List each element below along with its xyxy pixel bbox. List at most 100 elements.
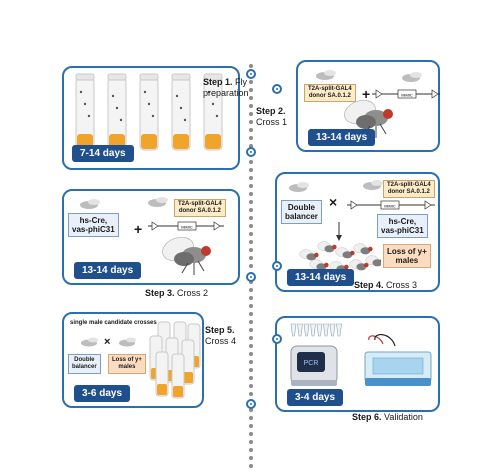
timeline-dot bbox=[249, 320, 253, 324]
timeline-dot bbox=[249, 376, 253, 380]
timeline-dot bbox=[249, 160, 253, 164]
fly-illustration bbox=[344, 99, 393, 138]
fly bbox=[349, 259, 369, 271]
pcr-tube bbox=[336, 323, 342, 337]
pcr-tube bbox=[290, 323, 297, 337]
pcr-tube bbox=[297, 323, 303, 337]
timeline-dot bbox=[249, 432, 253, 436]
timeline-dot bbox=[249, 296, 253, 300]
duration-step6: 3-4 days bbox=[287, 389, 344, 406]
timeline-dot bbox=[249, 168, 253, 172]
hs-cre-box: hs-Cre,vas-phiC31 bbox=[68, 213, 119, 237]
pcr-tubes-icon bbox=[290, 323, 342, 337]
timeline-dot bbox=[249, 304, 253, 308]
plus-symbol: + bbox=[134, 221, 143, 237]
times-symbol: × bbox=[329, 194, 338, 210]
fly-icon bbox=[289, 182, 309, 192]
fly bbox=[299, 249, 319, 261]
duration-step3: 13-14 days bbox=[74, 262, 142, 279]
svg-text:MiMIC: MiMIC bbox=[401, 92, 413, 97]
pcr-tube bbox=[303, 323, 310, 337]
svg-text:PCR: PCR bbox=[304, 360, 319, 367]
timeline-node-step4 bbox=[272, 261, 282, 271]
vial bbox=[75, 73, 95, 151]
timeline-dot bbox=[249, 216, 253, 220]
timeline-dot bbox=[249, 112, 253, 116]
duration-step1: 7-14 days bbox=[72, 145, 134, 162]
timeline-dot bbox=[249, 136, 253, 140]
timeline-node-step6 bbox=[272, 334, 282, 344]
timeline-dot bbox=[249, 96, 253, 100]
panel-validation: PCR 3-4 days bbox=[275, 316, 440, 412]
timeline-dot bbox=[249, 208, 253, 212]
timeline-node-step1b bbox=[246, 147, 256, 157]
timeline-dot bbox=[249, 456, 253, 460]
timeline-node-step5 bbox=[246, 399, 256, 409]
timeline-dot bbox=[249, 184, 253, 188]
plus-symbol: + bbox=[362, 86, 371, 102]
fly-icon bbox=[402, 72, 422, 82]
fly-icon bbox=[316, 70, 336, 80]
timeline-dot bbox=[249, 360, 253, 364]
step2-label: Step 2.Cross 1 bbox=[256, 106, 288, 127]
timeline-dot bbox=[249, 248, 253, 252]
timeline-dot bbox=[249, 424, 253, 428]
timeline-dot bbox=[249, 256, 253, 260]
timeline-dot bbox=[249, 192, 253, 196]
vial bbox=[107, 73, 127, 151]
svg-text:MiMIC: MiMIC bbox=[384, 203, 396, 208]
loss-of-y-box: Loss of y+males bbox=[383, 244, 431, 268]
timeline-dot bbox=[249, 120, 253, 124]
timeline-dot bbox=[249, 264, 253, 268]
vial bbox=[139, 73, 159, 151]
timeline-dot bbox=[249, 408, 253, 412]
timeline-dot bbox=[249, 104, 253, 108]
single-male-caption: single male candidate crosses bbox=[70, 320, 157, 326]
timeline-dot bbox=[249, 288, 253, 292]
duration-step5: 3-6 days bbox=[74, 385, 131, 402]
timeline-dot bbox=[249, 232, 253, 236]
vials-illustration bbox=[75, 73, 223, 151]
timeline-dot bbox=[249, 224, 253, 228]
fly-icon bbox=[148, 197, 168, 207]
pcr-machine-icon: PCR bbox=[290, 345, 338, 386]
step6-label: Step 6. Validation bbox=[352, 412, 423, 422]
fly-illustration bbox=[162, 236, 211, 275]
fly bbox=[309, 259, 329, 271]
fly-group-illustration bbox=[299, 241, 381, 273]
fly-icon bbox=[80, 199, 100, 209]
panel-fly-preparation: 7-14 days bbox=[62, 66, 240, 170]
duration-step2: 13-14 days bbox=[308, 129, 376, 146]
timeline-dot bbox=[249, 240, 253, 244]
timeline-dot bbox=[249, 328, 253, 332]
timeline-dot bbox=[249, 448, 253, 452]
step4-label: Step 4. Cross 3 bbox=[354, 280, 418, 290]
vial bbox=[203, 73, 223, 151]
timeline-dot bbox=[249, 88, 253, 92]
timeline-dot bbox=[249, 440, 253, 444]
timeline-dot bbox=[249, 416, 253, 420]
timeline-dot bbox=[249, 344, 253, 348]
timeline-node-step3 bbox=[246, 272, 256, 282]
pcr-tube bbox=[310, 323, 316, 337]
vial bbox=[155, 351, 169, 397]
fly bbox=[365, 255, 381, 267]
vial bbox=[171, 353, 185, 399]
fly bbox=[335, 247, 355, 259]
timeline-dot bbox=[249, 312, 253, 316]
timeline-dot bbox=[249, 392, 253, 396]
fly-icon bbox=[363, 180, 383, 190]
duration-step4: 13-14 days bbox=[287, 269, 355, 286]
vial bbox=[171, 73, 191, 151]
construct-diagram: MiMIC bbox=[372, 89, 440, 99]
timeline-dot bbox=[249, 176, 253, 180]
timeline-dot bbox=[249, 128, 253, 132]
step3-label: Step 3. Cross 2 bbox=[145, 288, 209, 298]
